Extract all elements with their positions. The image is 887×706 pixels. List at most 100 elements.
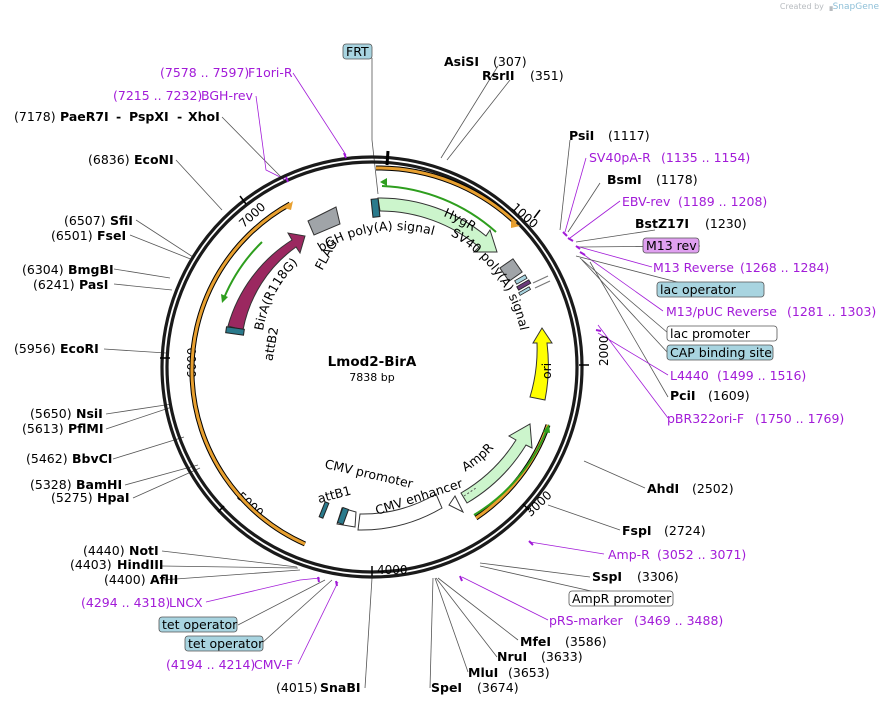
origin-marker [385, 150, 390, 166]
site-bstz17i-name: BstZ17I [635, 216, 689, 231]
site-bmgbi-name: BmgBI [68, 262, 114, 277]
box-cap-binding-site: CAP binding site [666, 344, 774, 361]
site-paer7i-group: (7178) PaeR7I - PspXI - XhoI [14, 109, 220, 124]
credit-prefix: Created by [779, 2, 824, 11]
primer-bgh-rev-name: BGH-rev [201, 88, 254, 103]
birA-orf-arrow [284, 201, 293, 210]
site-psii-pos: (1117) [608, 128, 650, 143]
site-ecori-name: EcoRI [60, 341, 99, 356]
hygr-green-arc [381, 185, 497, 233]
site-fspi-pos: (2724) [664, 523, 706, 538]
site-hpai-name: HpaI [97, 490, 130, 505]
hygr-orf-arrow [511, 221, 520, 228]
site-fspi: FspI (2724) [622, 523, 706, 538]
flag-green-arc [223, 241, 263, 299]
ori-feature [529, 327, 553, 401]
snapgene-credit: Created by ▗SnapGene [780, 2, 879, 12]
site-snabi: (4015) SnaBI [276, 680, 361, 695]
site-mlui: MluI (3653) [468, 665, 550, 680]
birA-label: BirA(R118G) [251, 255, 300, 332]
site-sspi-pos: (3306) [637, 569, 679, 584]
primer-sv40pa-r-range: (1135 .. 1154) [661, 150, 750, 165]
site-ahdi-name: AhdI [647, 481, 679, 496]
box-lac-promoter: lac promoter [666, 325, 778, 342]
primer-lncx: (4294 .. 4318) LNCX [81, 595, 203, 610]
site-sfii-pos: (6507) [64, 213, 106, 228]
primer-prs-marker-name: pRS-marker [549, 613, 624, 628]
hygr-feature [377, 197, 498, 253]
box-tet-operator-2: tet operator [184, 635, 264, 652]
site-ecori: (5956) EcoRI [14, 341, 99, 356]
site-pasi-pos: (6241) [33, 277, 75, 292]
box-lac-operator-text: lac operator [660, 282, 737, 297]
ampr-label-text: AmpR [459, 440, 497, 475]
site-mlui-pos: (3653) [508, 665, 550, 680]
site-snabi-pos: (4015) [276, 680, 318, 695]
site-mfei-pos: (3586) [565, 634, 607, 649]
ori-label: ori [539, 363, 554, 379]
primer-m13-puc-reverse: M13/pUC Reverse (1281 .. 1303) [666, 304, 876, 319]
box-lac-operator: lac operator [656, 281, 765, 298]
site-fsei-name: FseI [97, 228, 126, 243]
primer-pbr322ori-f-range: (1750 .. 1769) [755, 411, 844, 426]
site-bbvci: (5462) BbvCI [26, 451, 112, 466]
primer-bgh-rev: (7215 .. 7232) BGH-rev [113, 88, 254, 103]
site-bmgbi-pos: (6304) [22, 262, 64, 277]
ampr-green-arc [473, 431, 547, 516]
primer-amp-r-name: Amp-R [608, 547, 650, 562]
site-fsei: (6501) FseI [51, 228, 126, 243]
attB2-feature [225, 326, 245, 336]
primer-l4440-range: (1499 .. 1516) [717, 368, 806, 383]
credit-brand: SnapGene [832, 2, 879, 12]
site-hpai-pos: (5275) [51, 490, 93, 505]
primer-m13-puc-reverse-range: (1281 .. 1303) [787, 304, 876, 319]
box-frt: FRT [342, 43, 373, 60]
primer-prs-marker: pRS-marker (3469 .. 3488) [549, 613, 723, 628]
site-aflii: (4400) AflII [104, 572, 178, 587]
site-econi-name: EcoNI [134, 152, 174, 167]
site-nsii-name: NsiI [76, 406, 103, 421]
primer-cmv-f: (4194 .. 4214) CMV-F [166, 657, 293, 672]
ampr-promoter-feature [448, 495, 465, 514]
site-bstz17i: BstZ17I (1230) [635, 216, 747, 231]
site-aflii-name: AflII [150, 572, 178, 587]
site-bsmi-pos: (1178) [656, 172, 698, 187]
primer-m13-puc-reverse-name: M13/pUC Reverse [666, 304, 777, 319]
primer-f1ori-r: (7578 .. 7597) F1ori-R [160, 65, 293, 80]
snapgene-logo-icon: ▗ [826, 2, 833, 11]
site-hindiii: (4403) HindIII [70, 557, 164, 572]
bgh-polya-feature [307, 206, 341, 236]
primer-cmv-f-name: CMV-F [254, 657, 293, 672]
site-bamhi-name: BamHI [76, 477, 122, 492]
site-noti-name: NotI [129, 543, 159, 558]
site-spei-pos: (3674) [477, 680, 519, 695]
tick-label-2000: 2000 [597, 335, 611, 366]
site-nrui: NruI (3633) [497, 649, 583, 664]
birA-feature [227, 232, 306, 331]
sv40-polya-feature [499, 258, 523, 282]
primer-lncx-range: (4294 .. 4318) [81, 595, 170, 610]
flag-green-arrow [221, 294, 228, 303]
site-sep-1: - [116, 109, 121, 124]
primer-f1ori-r-name: F1ori-R [248, 65, 293, 80]
tick-label-3000: 3000 [523, 488, 555, 519]
site-hindiii-pos: (4403) [70, 557, 112, 572]
site-nsii-pos: (5650) [30, 406, 72, 421]
plasmid-length: 7838 bp [349, 371, 394, 384]
site-asisi-pos: (307) [493, 54, 527, 69]
birA-label-text: BirA(R118G) [251, 255, 300, 332]
backbone-outer [160, 155, 584, 579]
tick-label-4000: 4000 [377, 563, 408, 577]
site-asisi-name: AsiSI [444, 54, 479, 69]
primer-f1ori-r-range: (7578 .. 7597) [160, 65, 249, 80]
cmv-enhancer-feature [357, 493, 443, 531]
primer-m13-reverse-range: (1268 .. 1284) [740, 260, 829, 275]
site-psii-name: PsiI [569, 128, 594, 143]
site-bsmi: BsmI (1178) [607, 172, 698, 187]
primer-sv40pa-r-name: SV40pA-R [589, 150, 651, 165]
site-bamhi: (5328) BamHI [30, 477, 122, 492]
site-bbvci-pos: (5462) [26, 451, 68, 466]
site-snabi-name: SnaBI [320, 680, 361, 695]
site-noti: (4440) NotI [83, 543, 159, 558]
primer-ebv-rev-name: EBV-rev [622, 194, 671, 209]
